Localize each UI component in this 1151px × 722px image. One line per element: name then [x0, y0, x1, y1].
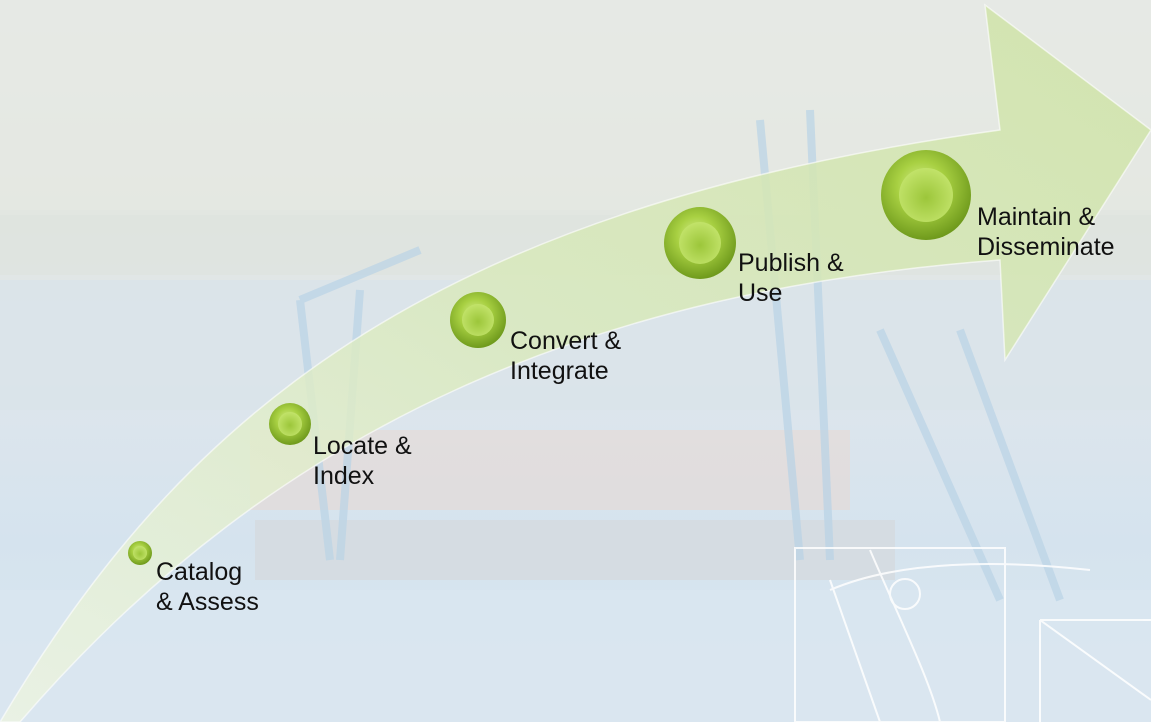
step-label-convert-integrate: Convert & Integrate	[510, 327, 622, 385]
process-arrow	[0, 3, 1151, 722]
step-label-maintain-disseminate: Maintain & Disseminate	[977, 203, 1115, 261]
step-node-2	[269, 403, 311, 445]
ship-hull	[255, 520, 895, 580]
step-node-4	[664, 207, 736, 279]
step-node-1	[128, 541, 152, 565]
step-label-locate-index: Locate & Index	[313, 432, 412, 490]
logo-mark	[794, 547, 1151, 722]
step-label-publish-use: Publish & Use	[738, 249, 844, 307]
step-label-catalog-assess: Catalog & Assess	[156, 558, 259, 616]
step-node-5	[881, 150, 971, 240]
step-node-3	[450, 292, 506, 348]
